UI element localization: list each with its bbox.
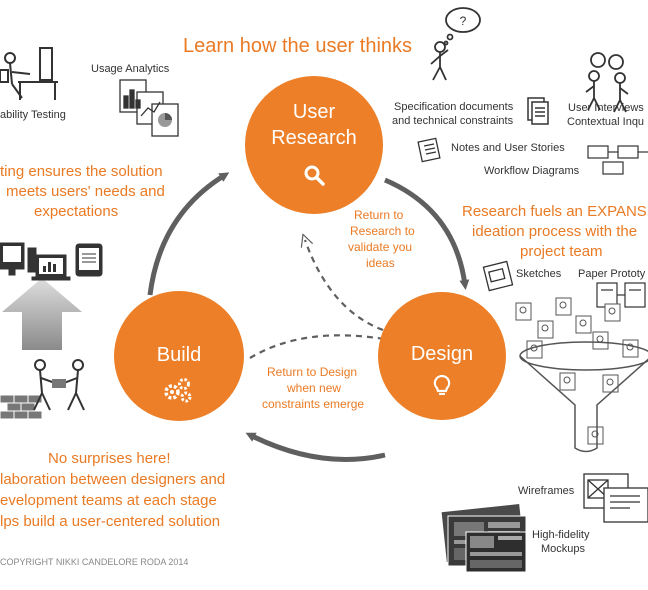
question-mark-icon: ?: [460, 14, 467, 28]
testing-statement-line3: expectations: [34, 203, 119, 220]
workflow-label: Workflow Diagrams: [484, 165, 580, 177]
testing-statement-line2: meets users' needs and: [6, 183, 165, 200]
hifi-mockups-icon: [441, 504, 527, 573]
idea-cards: [515, 297, 639, 445]
user-research-label-line2: Research: [271, 127, 357, 149]
user-interviews-line2: Contextual Inqu: [567, 116, 645, 128]
arrow-research-to-design: [384, 177, 470, 290]
research-statement-line1: Research fuels an EXPANSI: [462, 203, 648, 220]
paper-prototypes-label: Paper Prototy: [578, 268, 646, 280]
user-interviews-line1: User Interviews: [568, 102, 644, 114]
spec-docs-line2: and technical constraints: [392, 115, 514, 127]
return-research-line1: Return to: [354, 208, 404, 222]
notes-icon: [417, 137, 441, 163]
arrow-build-to-research: [147, 172, 230, 296]
usability-testing-label: ability Testing: [0, 109, 66, 121]
hifi-line1: High-fidelity: [532, 529, 590, 541]
thinking-person-icon: [430, 7, 481, 81]
funnel-icon: [519, 341, 648, 453]
spec-document-icon: [527, 97, 549, 125]
hifi-line2: Mockups: [541, 543, 586, 555]
search-icon: [304, 165, 325, 186]
return-research-line3: validate you: [348, 240, 413, 254]
user-research-label-line1: User: [292, 101, 336, 123]
arrow-return-to-research: [305, 240, 384, 332]
sketches-label: Sketches: [516, 268, 562, 280]
copyright-text: COPYRIGHT NIKKI CANDELORE RODA 2014: [0, 557, 189, 567]
notes-label: Notes and User Stories: [451, 142, 565, 154]
paper-prototypes-icon: [596, 282, 646, 308]
builders-icon: [0, 359, 85, 420]
return-design-line2: when new: [287, 381, 342, 395]
arrow-design-to-build: [245, 432, 386, 462]
testing-statement-line1: ting ensures the solution: [0, 163, 163, 180]
research-statement-line2: ideation process with the: [472, 223, 638, 240]
collab-statement-line1: No surprises here!: [48, 450, 171, 467]
design-circle: Design: [378, 292, 506, 420]
research-statement-line3: project team: [520, 243, 603, 260]
devices-icon: [0, 242, 103, 281]
usage-analytics-icon: [119, 79, 179, 137]
return-arrows: [249, 240, 390, 359]
spec-docs-line1: Specification documents: [394, 101, 514, 113]
arrow-return-to-design: [249, 335, 390, 359]
wireframes-label: Wireframes: [518, 485, 575, 497]
cycle-arrows: [147, 172, 470, 462]
collab-statement-line3: evelopment teams at each stage: [0, 492, 217, 509]
collab-statement-line4: lps build a user-centered solution: [0, 513, 221, 530]
return-research-line4: ideas: [366, 256, 395, 270]
usage-analytics-label: Usage Analytics: [91, 63, 170, 75]
user-research-circle: User Research: [245, 76, 383, 214]
workflow-diagram-icon: [587, 145, 648, 175]
return-design-line3: constraints emerge: [262, 397, 365, 411]
collab-statement-line2: laboration between designers and: [0, 471, 226, 488]
user-interviews-icon: [585, 52, 629, 113]
page-title: Learn how the user thinks: [183, 35, 413, 57]
up-arrow-icon: [2, 278, 82, 350]
wireframes-icon: [583, 473, 648, 523]
design-label: Design: [410, 343, 474, 365]
gears-icon: [164, 378, 192, 403]
lightbulb-icon: [433, 374, 451, 395]
sketches-icon: [482, 260, 514, 292]
usability-testing-icon: [0, 47, 58, 100]
return-research-line2: Research to: [350, 224, 415, 238]
build-circle: Build: [114, 291, 244, 421]
return-design-line1: Return to Design: [267, 365, 358, 379]
build-label: Build: [156, 344, 202, 366]
